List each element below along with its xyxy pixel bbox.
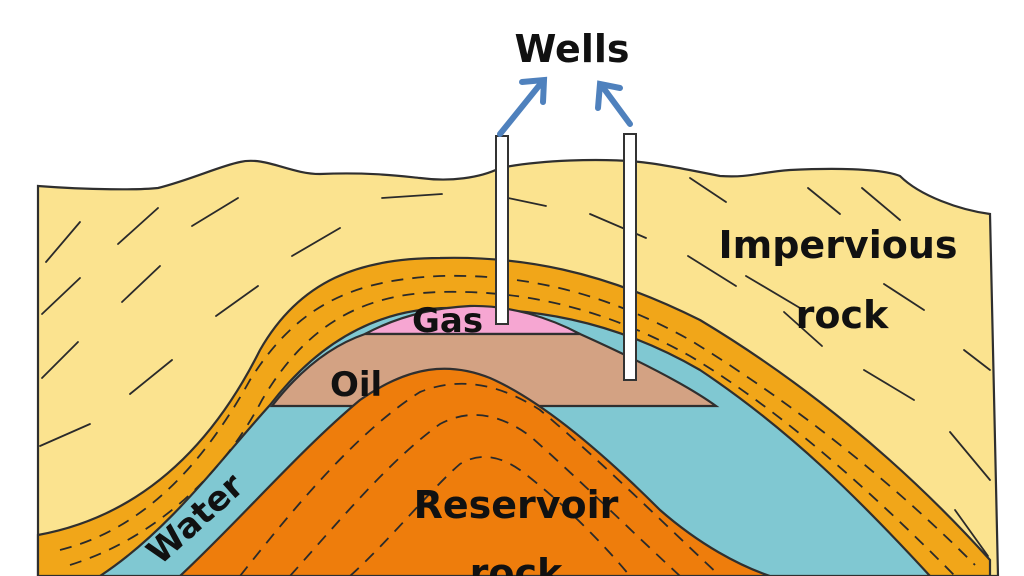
wells-title: Wells xyxy=(514,27,629,71)
impervious-hatching xyxy=(39,177,991,557)
reservoir-rock-layer xyxy=(178,367,771,576)
arrow-right-icon xyxy=(595,80,633,127)
reservoir-label: Reservoir xyxy=(414,483,619,527)
impervious-label: Impervious xyxy=(718,223,957,267)
gas-label: Gas xyxy=(412,301,483,341)
well-pipe-left xyxy=(495,135,509,325)
reservoir-rock-label: rock xyxy=(470,551,563,576)
well-pipe-right xyxy=(623,133,637,381)
oil-label: Oil xyxy=(330,365,382,405)
gas-layer xyxy=(364,304,581,336)
reservoir-dashes xyxy=(239,382,721,576)
arrow-left-icon xyxy=(497,76,548,137)
impervious-rock-label: rock xyxy=(796,293,889,337)
cap-dashes xyxy=(59,274,976,576)
